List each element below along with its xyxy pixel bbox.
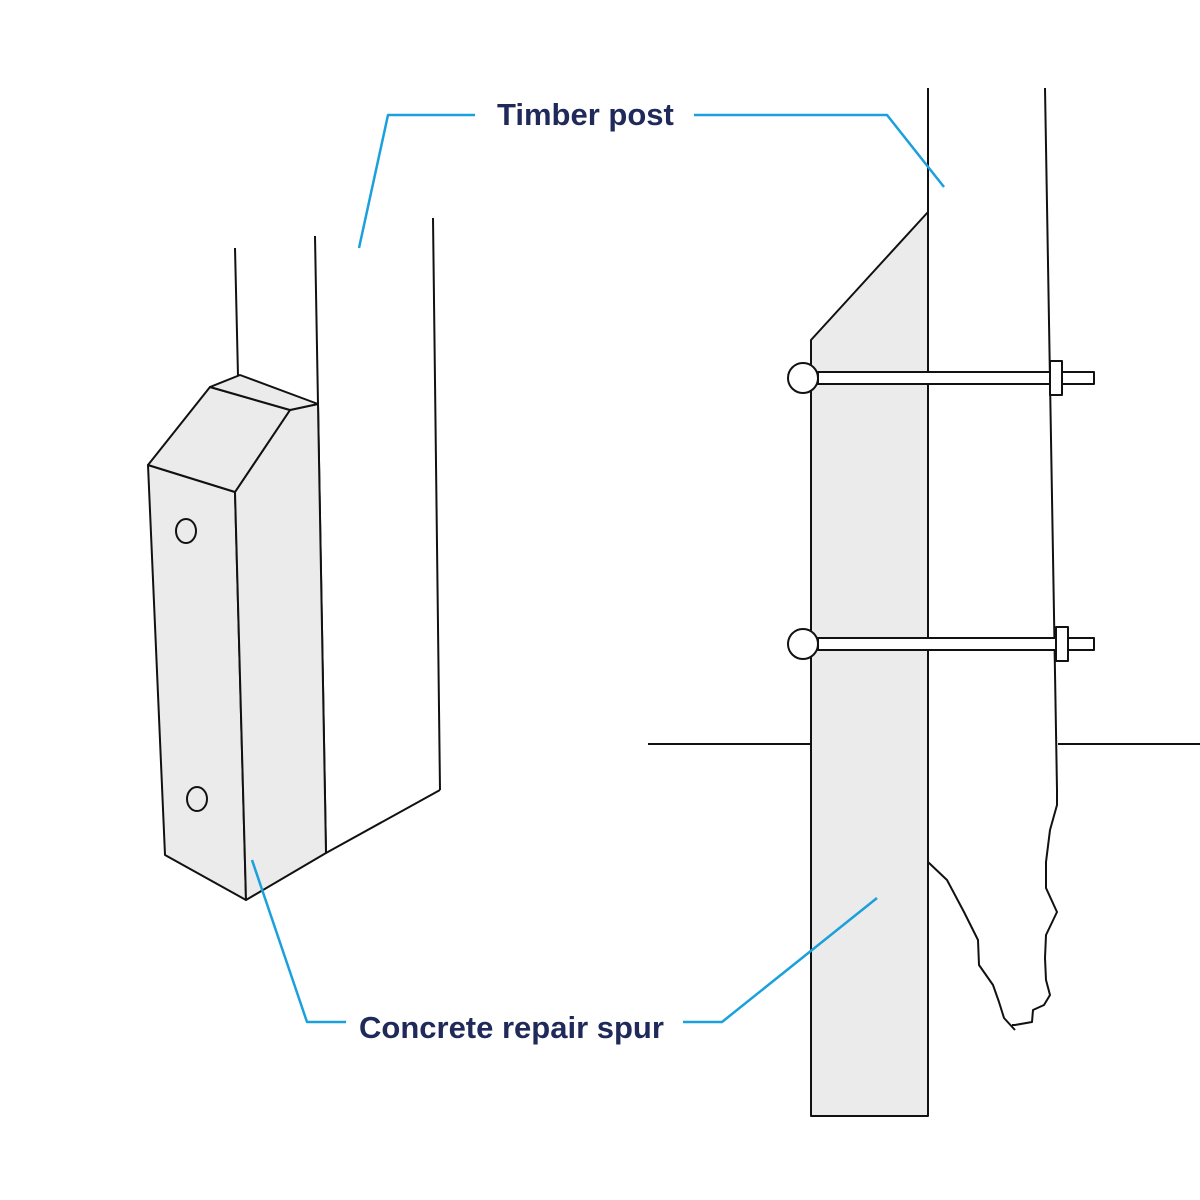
bolt-hole-lower bbox=[186, 786, 208, 812]
elevation-view bbox=[648, 87, 1200, 1117]
upper-bolt-nut bbox=[1049, 360, 1063, 396]
spur-side-face[interactable] bbox=[234, 403, 327, 901]
lower-bolt-nut bbox=[1055, 626, 1069, 662]
timber-post-label: Timber post bbox=[497, 97, 674, 132]
upper-bolt bbox=[787, 360, 1095, 396]
timber-post-elevation-right-edge bbox=[1044, 87, 1058, 791]
timber-post-right-edge bbox=[432, 217, 441, 791]
spur-top-face bbox=[209, 374, 319, 411]
lower-bolt bbox=[787, 626, 1095, 662]
rotten-post-base bbox=[927, 790, 1058, 1031]
spur-elevation[interactable] bbox=[810, 211, 929, 1117]
leader-lines bbox=[250, 113, 945, 1024]
lower-bolt-shank bbox=[817, 637, 1095, 651]
spur-front-face[interactable] bbox=[147, 464, 247, 901]
isometric-view bbox=[147, 217, 441, 901]
spur-leader-left bbox=[250, 859, 346, 1024]
concrete-repair-spur-label: Concrete repair spur bbox=[359, 1010, 664, 1045]
timber-post-leader-left bbox=[357, 113, 475, 249]
spur-leader-right bbox=[683, 897, 878, 1024]
timber-post-bottom-edge bbox=[325, 789, 441, 854]
bolt-hole-upper bbox=[175, 518, 197, 544]
upper-bolt-head bbox=[787, 362, 819, 394]
timber-post-leader-right bbox=[694, 113, 945, 188]
lower-bolt-head bbox=[787, 628, 819, 660]
timber-post-left-edge bbox=[234, 247, 239, 377]
